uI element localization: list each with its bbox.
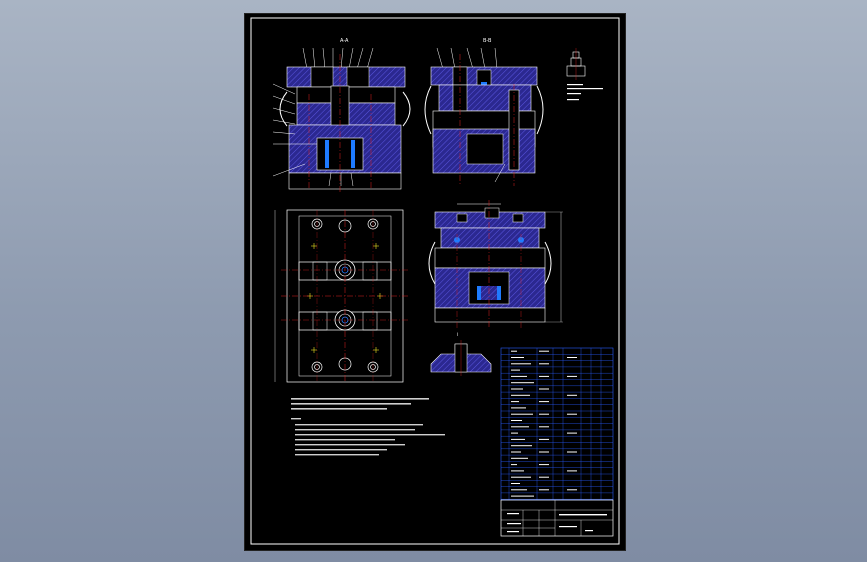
- bom-cell-mark: [511, 363, 531, 365]
- bom-cell-mark: [511, 375, 527, 377]
- bom-cell-mark: [567, 489, 577, 491]
- bom-cell-mark: [511, 457, 528, 459]
- bom-cell-mark: [539, 426, 549, 428]
- bom-cell-mark: [539, 464, 549, 466]
- technical-notes: [291, 398, 445, 456]
- drawing-frame: [250, 17, 620, 545]
- bom-cell-mark: [511, 470, 524, 472]
- detail-label: I: [457, 332, 458, 337]
- bom-cell-mark: [539, 489, 549, 491]
- bom-cell-mark: [511, 369, 520, 371]
- bom-cell-mark: [567, 470, 577, 472]
- bom-cell-mark: [511, 401, 519, 403]
- part-detail: [566, 48, 603, 101]
- bom-cell-mark: [539, 375, 549, 377]
- top-leaders: [302, 47, 374, 70]
- bom-cell-mark: [567, 413, 577, 415]
- bom-cell-mark: [539, 363, 549, 365]
- bom-cell-mark: [567, 432, 577, 434]
- bom-cell-mark: [539, 350, 549, 352]
- bom-cell-mark: [567, 357, 577, 358]
- bom-cell-mark: [511, 451, 521, 453]
- bom-cell-mark: [567, 451, 577, 453]
- bom-cell-mark: [511, 394, 530, 396]
- bom-cell-mark: [539, 388, 549, 390]
- bom-cell-mark: [539, 413, 549, 415]
- detail-i-view: I: [430, 332, 492, 376]
- side-elevation: [428, 200, 563, 328]
- side-section-view: B-B: [424, 38, 544, 186]
- bom-cell-mark: [539, 438, 549, 440]
- plan-view: [274, 209, 409, 383]
- bom-cell-mark: [511, 382, 534, 384]
- bom-cell-mark: [511, 495, 534, 497]
- front-section-label: A-A: [340, 38, 349, 44]
- bom-cell-mark: [511, 489, 527, 491]
- bom-cell-mark: [511, 407, 526, 409]
- side-section-label: B-B: [483, 38, 492, 44]
- bom-cell-mark: [511, 350, 517, 352]
- bom-cell-mark: [511, 388, 523, 390]
- bom-cell-mark: [539, 451, 549, 453]
- bom-cell-mark: [511, 413, 533, 415]
- bom-cell-mark: [567, 375, 577, 377]
- bom-cell-mark: [511, 476, 531, 478]
- bom-cell-mark: [511, 483, 520, 484]
- front-section-view: A-A: [272, 38, 411, 194]
- title-block: [500, 499, 614, 537]
- bom-cell-mark: [511, 420, 522, 421]
- bom-cell-mark: [511, 445, 532, 447]
- bom-cell-mark: [511, 357, 524, 358]
- drawing-canvas: A-A: [250, 17, 620, 545]
- bom-cell-mark: [539, 401, 549, 403]
- bom-cell-mark: [511, 438, 525, 440]
- bom-cell-mark: [511, 432, 518, 434]
- bom-cell-mark: [567, 394, 577, 396]
- bom-cell-mark: [539, 476, 549, 478]
- bom-cell-mark: [511, 426, 529, 428]
- drawing-sheet: A-A: [244, 13, 626, 551]
- bom-cell-mark: [511, 464, 517, 466]
- parts-list-table: [500, 347, 614, 501]
